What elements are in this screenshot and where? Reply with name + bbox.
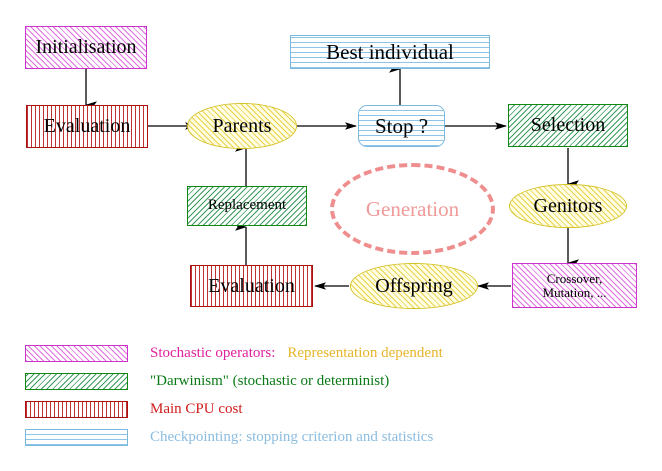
node-selection-label: Selection bbox=[530, 114, 606, 136]
node-stop[interactable]: Stop ? bbox=[358, 105, 445, 147]
node-generation: Generation bbox=[330, 163, 495, 255]
blue-hatch-fill bbox=[359, 106, 444, 146]
node-best-individual[interactable]: Best individual bbox=[290, 35, 490, 69]
node-evaluation-top-label: Evaluation bbox=[43, 115, 131, 137]
node-evaluation-bottom-label: Evaluation bbox=[208, 274, 295, 297]
legend-label-checkpointing: Checkpointing: stopping criterion and st… bbox=[150, 429, 434, 445]
legend-label-main-cpu-cost: Main CPU cost bbox=[150, 401, 243, 417]
node-generation-label: Generation bbox=[365, 196, 460, 221]
node-initialisation-label: Initialisation bbox=[35, 36, 137, 58]
node-crossover-mutation-label-line2: Mutation, ... bbox=[542, 284, 607, 300]
legend-swatch-green-diagonal-hatch bbox=[25, 373, 128, 390]
node-genitors[interactable]: Genitors bbox=[509, 184, 627, 228]
node-initialisation[interactable]: Initialisation bbox=[25, 26, 147, 69]
node-crossover-mutation-label-line1: Crossover, bbox=[546, 270, 603, 286]
legend-swatch-blue-horizontal-hatch bbox=[25, 429, 128, 446]
red-hatch-fill bbox=[191, 266, 312, 306]
yellow-hatch-fill bbox=[351, 264, 477, 308]
legend-row-darwinism: "Darwinism" (stochastic or determinist) bbox=[25, 373, 389, 390]
magenta-hatch-fill bbox=[26, 346, 127, 361]
legend-swatch-magenta-diagonal-hatch bbox=[25, 345, 128, 362]
node-offspring-label: Offspring bbox=[375, 274, 453, 297]
legend-row-checkpointing: Checkpointing: stopping criterion and st… bbox=[25, 429, 433, 446]
node-evaluation-top[interactable]: Evaluation bbox=[26, 105, 148, 148]
legend-swatch-red-vertical-hatch bbox=[25, 401, 128, 418]
node-stop-label: Stop ? bbox=[374, 113, 429, 138]
node-replacement[interactable]: Replacement bbox=[187, 186, 307, 226]
legend-label-darwinism: "Darwinism" (stochastic or determinist) bbox=[150, 373, 390, 389]
legend-row-main-cpu-cost: Main CPU cost bbox=[25, 401, 243, 418]
red-hatch-fill bbox=[27, 106, 147, 147]
node-selection[interactable]: Selection bbox=[508, 104, 628, 147]
magenta-hatch-fill bbox=[26, 27, 146, 68]
yellow-hatch-fill bbox=[510, 185, 626, 227]
node-genitors-label: Genitors bbox=[533, 194, 603, 217]
red-hatch-fill bbox=[26, 402, 127, 417]
legend: Stochastic operators: Representation depe… bbox=[0, 340, 662, 471]
node-replacement-label: Replacement bbox=[207, 197, 287, 214]
legend-accent-representation-dependent: Representation dependent bbox=[287, 345, 443, 361]
blue-hatch-fill bbox=[26, 430, 127, 445]
green-hatch-fill bbox=[509, 105, 627, 146]
blue-hatch-fill bbox=[291, 36, 489, 68]
node-crossover-mutation[interactable]: Crossover, Mutation, ... bbox=[512, 263, 637, 308]
magenta-hatch-fill bbox=[513, 264, 636, 307]
node-offspring[interactable]: Offspring bbox=[350, 263, 478, 309]
yellow-hatch-fill bbox=[188, 104, 296, 148]
legend-label-stochastic-operators: Stochastic operators: bbox=[150, 345, 276, 361]
legend-row-stochastic-operators: Stochastic operators: Representation depe… bbox=[25, 345, 443, 362]
node-parents-label: Parents bbox=[212, 114, 272, 137]
legend-text-stochastic-operators: Stochastic operators: Representation depe… bbox=[150, 345, 443, 362]
green-hatch-fill bbox=[26, 374, 127, 389]
node-best-individual-label: Best individual bbox=[326, 39, 454, 64]
green-hatch-fill bbox=[188, 187, 306, 225]
node-parents[interactable]: Parents bbox=[187, 103, 297, 149]
node-evaluation-bottom[interactable]: Evaluation bbox=[190, 265, 313, 307]
